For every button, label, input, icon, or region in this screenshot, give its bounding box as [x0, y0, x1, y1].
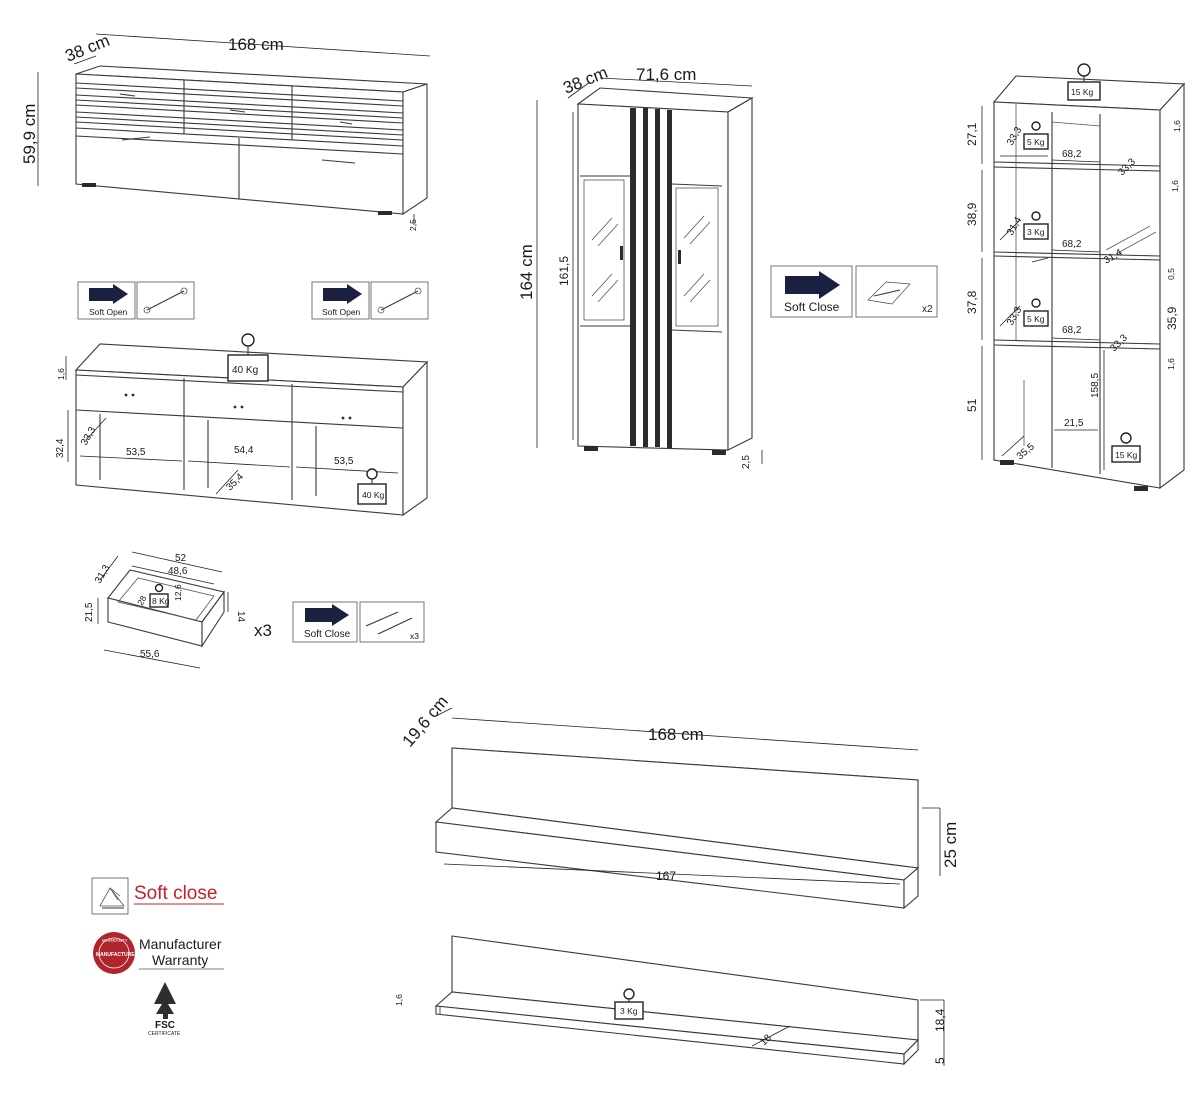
- sideboard-foot-label: 2,5: [408, 219, 418, 231]
- sideboard-width-label: 168 cm: [228, 35, 284, 54]
- hb-load-bottom: 15 Kg: [1115, 450, 1137, 460]
- hb-s3-label: 1,6: [1166, 358, 1176, 370]
- sideboard-interior-drawing: 1,6 40 Kg 32,4 33,3 53,5 54,4 53,5 35,4 …: [55, 333, 429, 517]
- sideboard-drawing: 38 cm 168 cm 59,9 cm 2,5: [20, 31, 431, 231]
- interior-width-left-label: 53,5: [126, 447, 146, 458]
- soft-open-label: Soft Open: [322, 307, 361, 317]
- fsc-tree-icon: [154, 982, 176, 1019]
- hb-load3-label: 5 Kg: [1027, 314, 1045, 324]
- hb-w3-label: 68,2: [1062, 325, 1082, 336]
- shelf-depth-label: 19,6 cm: [399, 692, 452, 751]
- drawer-depth-outer-label: 31,3: [93, 563, 112, 586]
- hb-w2-label: 68,2: [1062, 239, 1082, 250]
- wall-shelf-interior-drawing: 1,6 3 Kg 18 18,4 5: [394, 935, 947, 1066]
- soft-close-icon: [109, 887, 121, 901]
- vitrine-width-label: 71,6 cm: [636, 65, 696, 84]
- hb-s1-label: 1,6: [1170, 180, 1180, 192]
- warranty-line-1: Manufacturer: [139, 936, 222, 952]
- soft-close-badge-drawer: Soft Close x3: [292, 601, 425, 643]
- shelf2-front-height-label: 5: [933, 1057, 947, 1064]
- vitrine-inner-height-label: 161,5: [557, 256, 571, 286]
- soft-open-badge-left: Soft Open: [77, 281, 195, 320]
- hb-h2-label: 38,9: [965, 202, 979, 226]
- shelf-height-label: 25 cm: [941, 822, 960, 868]
- drawer-width-inner-label: 48,6: [168, 566, 188, 577]
- drawer-side-height-label: 14: [235, 611, 246, 623]
- drawer-drawing: 52 48,6 31,3 28 12,6 21,5 14 55,6 8 Kg x…: [84, 551, 272, 669]
- hb-h1-label: 27,1: [965, 122, 979, 146]
- fsc-label: FSC: [155, 1020, 175, 1031]
- warranty-seal-text: MANUFACTURER: [96, 952, 139, 958]
- drawer-load-label: 8 Kg: [152, 596, 170, 606]
- vitrine-height-label: 164 cm: [517, 244, 536, 300]
- highboard-drawing: 15 Kg 1,6 27,1 33,3 5 Kg 68,2 33,3 1,6 3…: [965, 63, 1186, 491]
- shelf2-thick-label: 1,6: [394, 994, 404, 1006]
- hb-w4-label: 21,5: [1064, 418, 1084, 429]
- interior-width-right-label: 53,5: [334, 456, 354, 467]
- fsc-feature: FSC CERTIFICATE: [148, 982, 181, 1037]
- drawer-front-width-label: 55,6: [140, 649, 160, 660]
- soft-open-badge-right: Soft Open: [311, 281, 429, 320]
- hb-load1-label: 5 Kg: [1027, 137, 1045, 147]
- hb-top-label: 1,6: [1172, 120, 1182, 132]
- hinge-count-label: x2: [922, 304, 933, 315]
- soft-close-feature-label: Soft close: [134, 883, 217, 904]
- interior-top-label: 1,6: [56, 368, 66, 380]
- soft-close-badge-vitrine: Soft Close x2: [770, 265, 938, 318]
- soft-close-feature: Soft close: [91, 877, 224, 915]
- shelf2-back-height-label: 18,4: [933, 1008, 947, 1032]
- interior-width-mid-label: 54,4: [234, 445, 254, 456]
- drawer-inner-height-label: 12,6: [173, 584, 183, 601]
- fsc-sub-label: CERTIFICATE: [148, 1031, 181, 1037]
- interior-load-bottom-label: 40 Kg: [362, 490, 384, 500]
- drawer-width-outer-label: 52: [175, 553, 187, 564]
- drawer-count-label: x3: [254, 621, 272, 640]
- hb-load-top: 15 Kg: [1071, 87, 1093, 97]
- soft-close-label: Soft Close: [304, 629, 351, 640]
- soft-close-label: Soft Close: [784, 300, 840, 314]
- hb-side-label: 35,9: [1165, 306, 1179, 330]
- vitrine-foot-label: 2,5: [741, 455, 752, 469]
- shelf-width-label: 168 cm: [648, 725, 704, 744]
- drawer-runner-count: x3: [410, 631, 419, 641]
- drawer-depth-inner-label: 28: [135, 594, 149, 607]
- warranty-seal-top: WARRANTY: [102, 938, 128, 943]
- interior-height-label: 32,4: [55, 438, 66, 458]
- wall-shelf-drawing: 19,6 cm 168 cm 25 cm 167: [399, 692, 960, 910]
- sideboard-height-label: 59,9 cm: [20, 104, 39, 164]
- sideboard-depth-label: 38 cm: [62, 31, 112, 66]
- vitrine-drawing: 38 cm 71,6 cm 164 cm 161,5 2,5: [517, 63, 763, 469]
- hb-inner-height-label: 158,5: [1090, 373, 1101, 398]
- hb-load2-label: 3 Kg: [1027, 227, 1045, 237]
- shelf-inner-width-label: 167: [656, 869, 676, 883]
- hb-s2-label: 0,5: [1166, 268, 1176, 280]
- warranty-line-2: Warranty: [152, 952, 208, 968]
- interior-load-top-label: 40 Kg: [232, 365, 258, 376]
- hb-w1-label: 68,2: [1062, 149, 1082, 160]
- hb-h4-label: 51: [965, 398, 979, 412]
- drawer-front-height-label: 21,5: [84, 602, 95, 622]
- soft-open-label: Soft Open: [89, 307, 128, 317]
- hb-h3-label: 37,8: [965, 290, 979, 314]
- warranty-feature: MANUFACTURER WARRANTY Manufacturer Warra…: [93, 932, 224, 974]
- shelf2-load-label: 3 Kg: [620, 1006, 638, 1016]
